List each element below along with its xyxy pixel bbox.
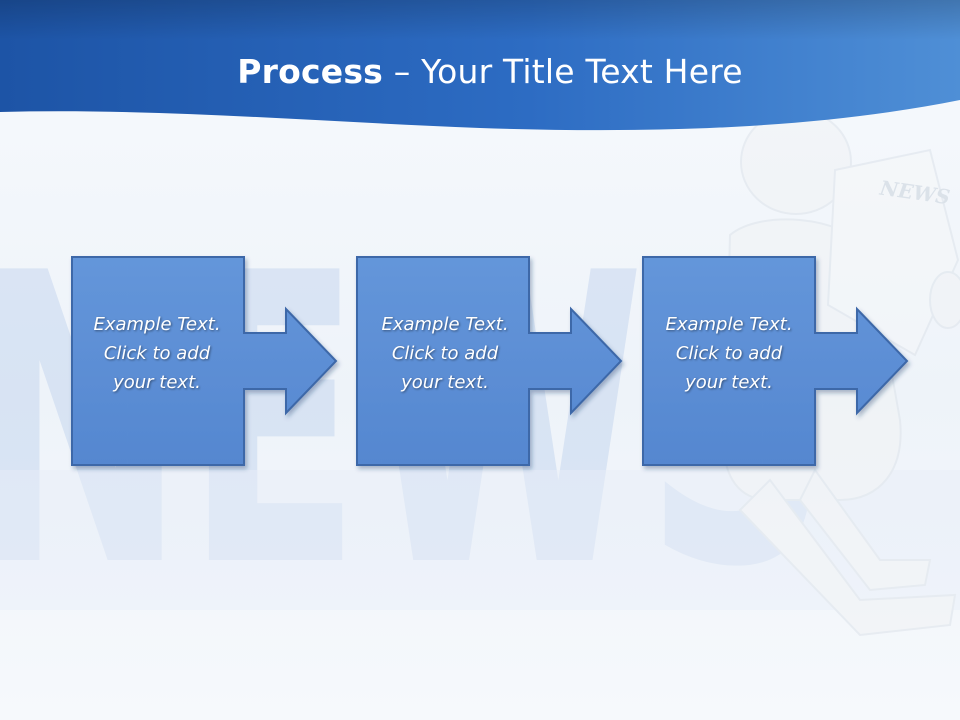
- title-rest: – Your Title Text Here: [383, 52, 743, 91]
- process-step-3[interactable]: [642, 256, 909, 466]
- step-1-text[interactable]: Example Text. Click to add your text.: [72, 310, 242, 397]
- arrow-shape-1: [71, 256, 338, 466]
- step-3-line-1: Example Text.: [665, 314, 793, 335]
- process-step-2[interactable]: [356, 256, 623, 466]
- step-2-line-2: Click to add: [391, 343, 499, 364]
- step-3-text[interactable]: Example Text. Click to add your text.: [644, 310, 814, 397]
- arrow-shape-3: [642, 256, 909, 466]
- process-step-1[interactable]: [71, 256, 338, 466]
- header-banner: [0, 0, 960, 131]
- step-3-line-2: Click to add: [675, 343, 783, 364]
- step-1-line-1: Example Text.: [93, 314, 221, 335]
- slide-title[interactable]: Process – Your Title Text Here: [0, 52, 960, 91]
- arrow-shape-2: [356, 256, 623, 466]
- step-2-line-1: Example Text.: [381, 314, 509, 335]
- title-bold: Process: [237, 52, 384, 91]
- step-2-line-3: your text.: [401, 372, 489, 393]
- step-1-line-3: your text.: [113, 372, 201, 393]
- step-3-line-3: your text.: [685, 372, 773, 393]
- step-1-line-2: Click to add: [103, 343, 211, 364]
- step-2-text[interactable]: Example Text. Click to add your text.: [360, 310, 530, 397]
